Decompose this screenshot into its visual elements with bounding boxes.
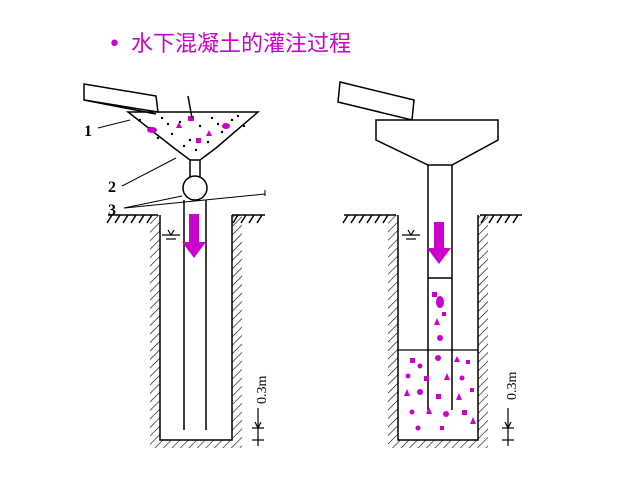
left-chute (83, 83, 159, 115)
label-3: 3 (108, 202, 116, 219)
right-chute (337, 81, 415, 121)
right-borehole-wall-right (478, 215, 488, 440)
slide-title: • 水下混凝土的灌注过程 (108, 26, 351, 58)
left-tremie-pipe (183, 160, 207, 430)
left-stage-diagram: 1 2 3 0.3m (83, 83, 270, 448)
right-aggregate (404, 292, 476, 431)
left-dimension-marker (252, 408, 264, 446)
right-stage-diagram: 0.3m (337, 81, 522, 448)
bullet: • (108, 32, 121, 57)
left-dimension-label: 0.3m (255, 376, 270, 405)
right-hopper (375, 119, 499, 166)
left-water-level (162, 229, 180, 240)
left-leader-lines (97, 119, 266, 209)
left-borehole-outline (159, 215, 233, 441)
label-2: 2 (108, 179, 116, 196)
title-text: 水下混凝土的灌注过程 (130, 32, 351, 57)
right-dimension-label: 0.3m (505, 372, 520, 401)
left-borehole-wall-right (232, 215, 242, 440)
right-dimension-marker (502, 408, 514, 446)
right-borehole-outline (397, 215, 479, 441)
left-borehole-bottom (150, 440, 242, 448)
right-water-level (402, 229, 420, 240)
right-ground-surface (342, 214, 522, 224)
left-hopper (125, 111, 261, 161)
left-plug-ball (182, 175, 208, 201)
left-borehole-wall-left (150, 215, 160, 440)
right-borehole-wall-left (388, 215, 398, 440)
left-chute-ridge (187, 95, 193, 119)
right-flow-arrow (427, 222, 451, 264)
label-1: 1 (84, 123, 92, 140)
right-borehole-bottom (388, 440, 488, 448)
left-flow-arrow (182, 214, 206, 258)
right-tremie-pipe (427, 165, 453, 410)
